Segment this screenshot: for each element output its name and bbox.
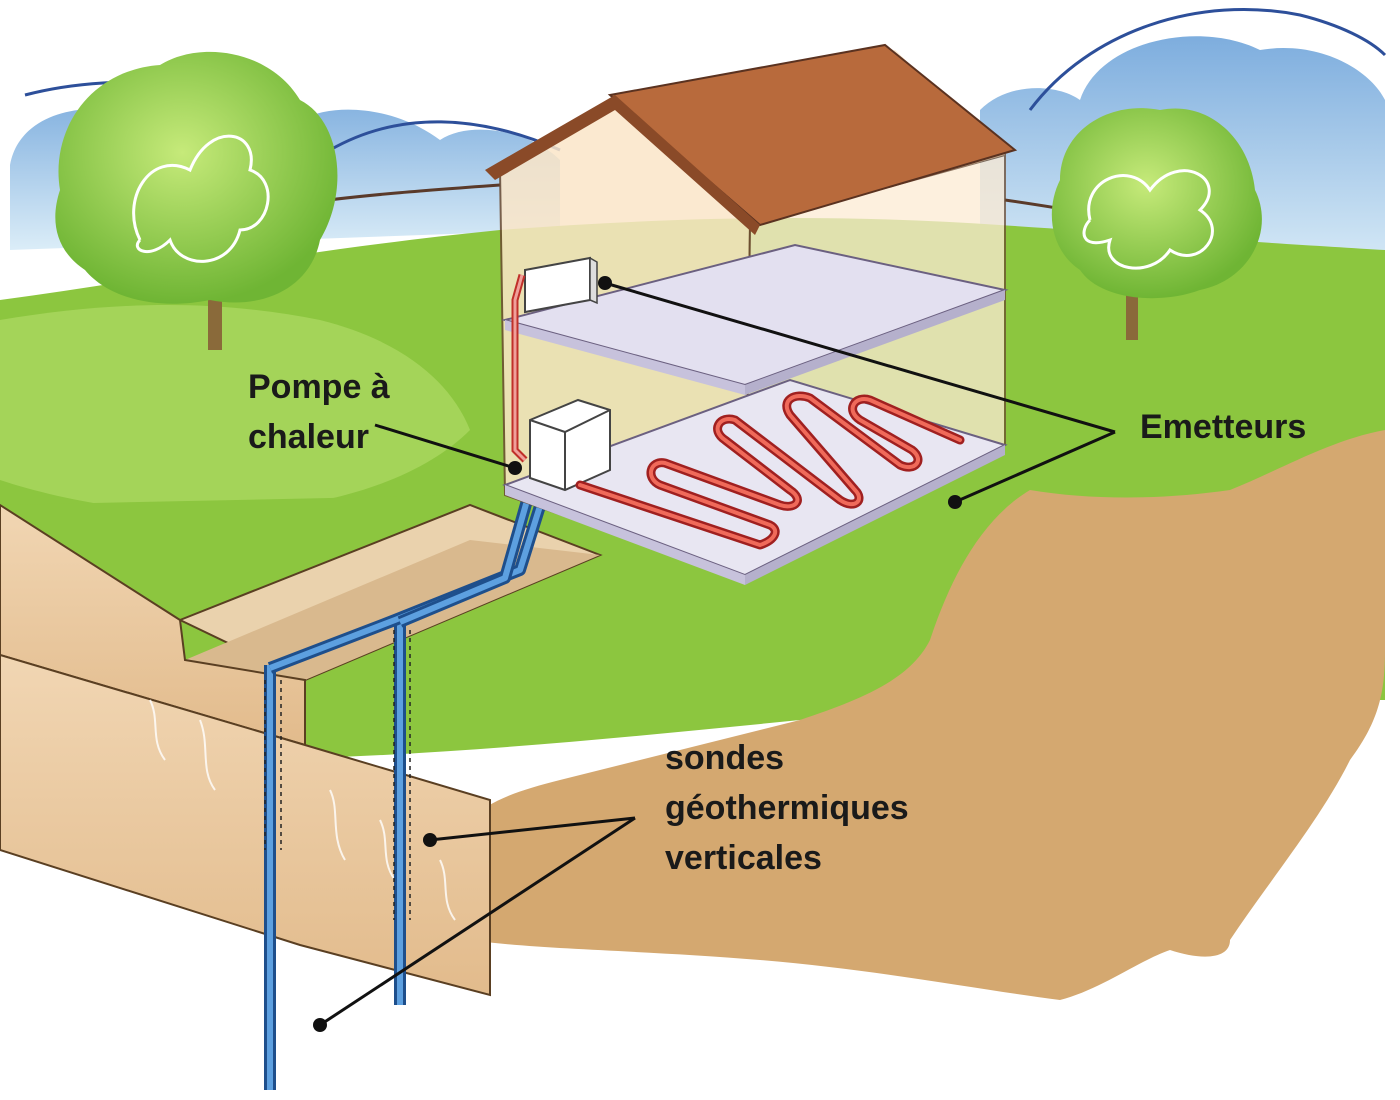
leader-dots: [313, 276, 962, 1032]
wall-radiator: [511, 256, 598, 463]
trench-block: [0, 495, 610, 997]
underfloor-heating-coil: [575, 391, 965, 550]
leader-emetteurs: [954, 430, 1116, 504]
label-pompe-a-chaleur: Pompe à chaleur: [248, 362, 390, 462]
leader-dot: [423, 833, 437, 847]
upper-floor-edge: [745, 290, 1005, 395]
heat-pump-unit: [529, 398, 611, 492]
leader-emetteurs: [604, 281, 1116, 434]
label-sondes-line: verticales: [665, 839, 822, 877]
feed-pipe: [398, 489, 533, 625]
soil-block-side: [0, 653, 491, 997]
tree-right: [1051, 108, 1262, 340]
grass-highlight: [0, 305, 470, 513]
leader-lines: [319, 281, 1116, 1027]
soil-texture: [149, 699, 456, 921]
house: [485, 43, 1018, 585]
leader-dot: [948, 495, 962, 509]
wind-line: [1028, 8, 1387, 111]
upper-floor-edge: [505, 320, 745, 395]
label-emetteurs: Emetteurs: [1140, 408, 1307, 446]
leader-dot: [598, 276, 612, 290]
label-sondes-line: géothermiques: [665, 789, 909, 827]
label-sondes-line: sondes: [665, 739, 785, 777]
label-pompe-line: Pompe à: [248, 368, 390, 406]
vertical-probes: [264, 488, 551, 1090]
leader-pompe: [374, 423, 516, 470]
tree-left: [55, 51, 338, 350]
soil-block-front: [0, 503, 306, 747]
wind-line: [329, 120, 561, 152]
ground-floor-edge: [745, 445, 1005, 585]
label-sondes-geothermiques: sondes géothermiques verticales: [665, 733, 909, 883]
label-pompe-line: chaleur: [248, 418, 369, 456]
leader-sondes: [429, 816, 636, 842]
soil-region: [470, 430, 1385, 1000]
leader-dot: [313, 1018, 327, 1032]
leader-sondes: [319, 816, 636, 1027]
leader-dot: [508, 461, 522, 475]
ground-floor-edge: [505, 485, 745, 585]
